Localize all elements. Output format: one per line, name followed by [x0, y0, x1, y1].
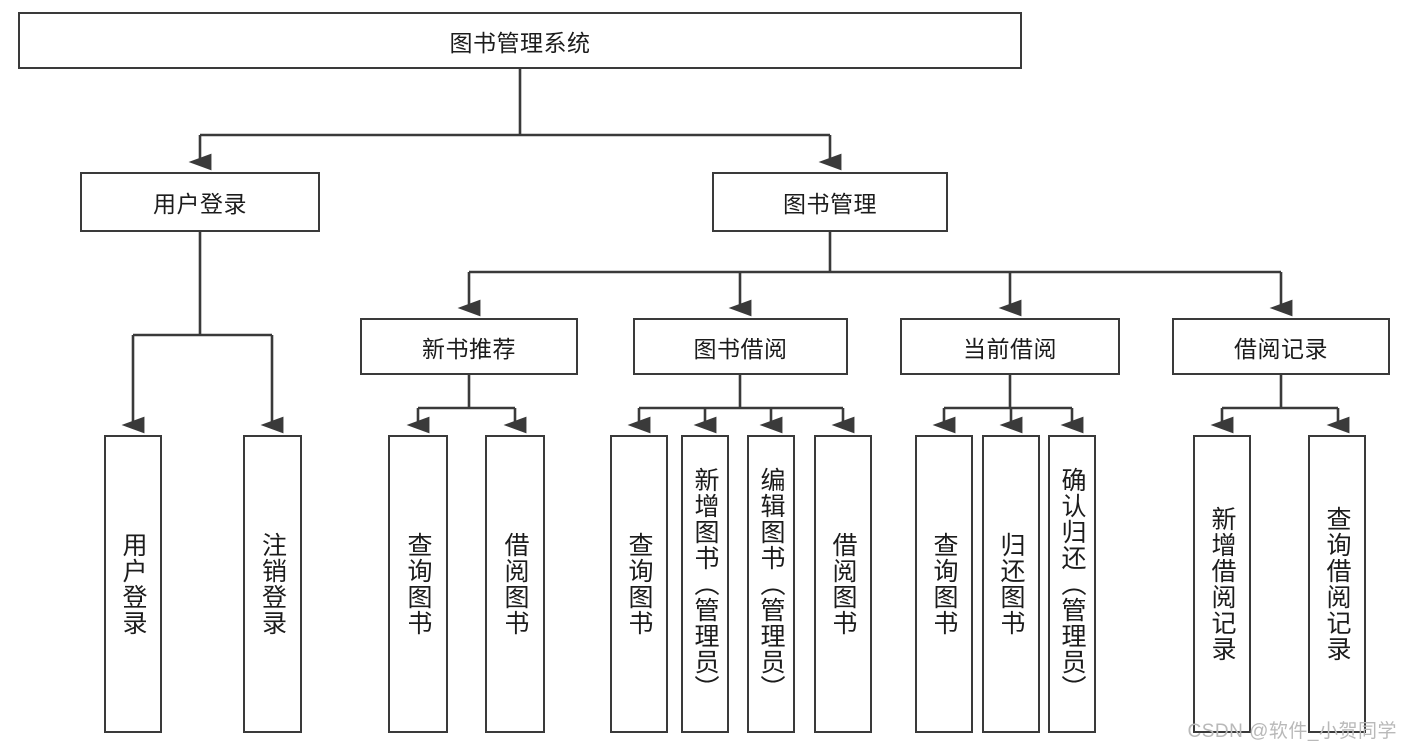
node-leaf-query-book-1-label: 查询图书 — [404, 532, 432, 636]
node-leaf-query-book-1[interactable]: 查询图书 — [388, 435, 448, 733]
node-leaf-edit-book[interactable]: 编辑图书（管理员） — [747, 435, 795, 733]
node-leaf-logout[interactable]: 注销登录 — [243, 435, 302, 733]
node-borrow-record-label: 借阅记录 — [1234, 335, 1328, 362]
node-leaf-user-login-label: 用户登录 — [119, 532, 147, 636]
node-book-manage-label: 图书管理 — [783, 191, 877, 217]
node-root-label: 图书管理系统 — [449, 29, 591, 56]
node-leaf-query-record[interactable]: 查询借阅记录 — [1308, 435, 1366, 733]
node-leaf-user-login[interactable]: 用户登录 — [104, 435, 162, 733]
node-user-login[interactable]: 用户登录 — [80, 172, 320, 232]
node-leaf-return-book-label: 归还图书 — [997, 532, 1025, 636]
node-leaf-return-book[interactable]: 归还图书 — [982, 435, 1040, 733]
node-leaf-add-book-label: 新增图书（管理员） — [691, 467, 719, 701]
node-leaf-query-book-2-label: 查询图书 — [625, 532, 653, 636]
node-leaf-query-book-3[interactable]: 查询图书 — [915, 435, 973, 733]
node-current-borrow-label: 当前借阅 — [963, 335, 1057, 362]
node-leaf-add-record[interactable]: 新增借阅记录 — [1193, 435, 1251, 733]
node-leaf-add-book[interactable]: 新增图书（管理员） — [681, 435, 729, 733]
node-leaf-query-record-label: 查询借阅记录 — [1323, 506, 1351, 662]
node-new-book-recommend[interactable]: 新书推荐 — [360, 318, 578, 375]
node-root[interactable]: 图书管理系统 — [18, 12, 1022, 69]
node-borrow-record[interactable]: 借阅记录 — [1172, 318, 1390, 375]
node-leaf-query-book-3-label: 查询图书 — [930, 532, 958, 636]
node-user-login-label: 用户登录 — [153, 191, 247, 217]
node-leaf-borrow-book-2-label: 借阅图书 — [829, 532, 857, 636]
node-leaf-query-book-2[interactable]: 查询图书 — [610, 435, 668, 733]
node-book-manage[interactable]: 图书管理 — [712, 172, 948, 232]
node-book-borrow[interactable]: 图书借阅 — [633, 318, 848, 375]
node-leaf-confirm-return-label: 确认归还（管理员） — [1058, 467, 1086, 701]
node-leaf-borrow-book-2[interactable]: 借阅图书 — [814, 435, 872, 733]
node-leaf-confirm-return[interactable]: 确认归还（管理员） — [1048, 435, 1096, 733]
csdn-watermark: CSDN @软件_小贺同学 — [1187, 721, 1397, 742]
node-new-book-recommend-label: 新书推荐 — [422, 335, 516, 362]
node-leaf-borrow-book-1[interactable]: 借阅图书 — [485, 435, 545, 733]
node-leaf-add-record-label: 新增借阅记录 — [1208, 506, 1236, 662]
node-book-borrow-label: 图书借阅 — [693, 335, 788, 362]
node-leaf-edit-book-label: 编辑图书（管理员） — [757, 467, 785, 701]
node-leaf-logout-label: 注销登录 — [258, 532, 287, 636]
node-current-borrow[interactable]: 当前借阅 — [900, 318, 1120, 375]
node-leaf-borrow-book-1-label: 借阅图书 — [501, 532, 529, 636]
